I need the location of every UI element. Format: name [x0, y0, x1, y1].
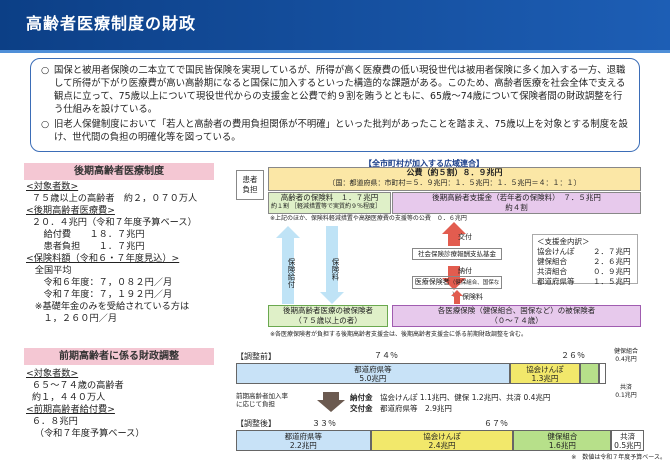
patient-burden-box: 患者 負担	[236, 170, 264, 200]
delivery-label: 交付	[458, 233, 472, 241]
intro-box: ○国保と被用者保険の二本立てで国民皆保険を実現しているが、所得が高く医療費の低い…	[30, 58, 640, 152]
before-adjust-label: 【調整前】	[236, 352, 276, 361]
late-elderly-line: 令和７年度：７，１９２円／月	[26, 289, 173, 300]
late-elderly-line: 患者負担 １．７兆円	[26, 241, 145, 252]
fund-arrows-svg	[442, 222, 466, 290]
late-elderly-line: 全国平均	[26, 265, 72, 276]
after-adjust-label: 【調整後】	[236, 419, 276, 428]
late-elderly-line: ７５歳以上の高齢者 約２，０７０万人	[26, 193, 198, 204]
early-elderly-line: （令和７年度予算ベース）	[26, 428, 145, 439]
arrow-note: 前期高齢者加入率 に応じて負担	[236, 392, 288, 408]
late-elderly-line: <対象者数>	[26, 181, 79, 192]
footnote: ※ 数値は令和７年度予算ベース。	[571, 454, 666, 461]
early-elderly-header: 前期高齢者に係る財政調整	[24, 348, 214, 365]
payment-arrow	[442, 266, 466, 290]
early-elderly-line: ６５～７４歳の高齢者	[26, 380, 124, 391]
public-funds-box: 公費（約５割）８．９兆円 〔国：都道府県：市町村＝５．９兆円：１．５兆円：１．５…	[268, 167, 641, 191]
early-elderly-line: ６．８兆円	[26, 416, 78, 427]
late-elderly-line: 令和６年度：７，０８２円／月	[26, 277, 173, 288]
late-elderly-header: 後期高齢者医療制度	[24, 163, 214, 180]
before-pct-a: ７４％	[374, 351, 398, 360]
late-elderly-line: ２０．４兆円（令和７年度予算ベース）	[26, 217, 197, 228]
late-elderly-line: <後期高齢者医療費>	[26, 205, 115, 216]
insurer-premium-label: 保険料	[462, 293, 483, 301]
early-elderly-line: <前期高齢者給付費>	[26, 404, 115, 415]
flow-arrows-svg	[276, 226, 344, 304]
late-elderly-details: <対象者数> ７５歳以上の高齢者 約２，０７０万人<後期高齢者医療費> ２０．４…	[26, 181, 226, 325]
after-pct-a: ３３％	[312, 419, 336, 428]
late-elderly-line: <保険料額（令和６・７年度見込）>	[26, 253, 180, 264]
note-support-adjust: ※各医療保険者が負担する後期高齢者支援金は、後期高齢者支援金に係る前期財政調整を…	[270, 331, 528, 338]
bar-segment	[598, 363, 606, 384]
levy-row: 納付金 協会けんぽ 1.1兆円、健保 1.2兆円、共済 0.4兆円	[350, 393, 551, 402]
intro-paragraph-1: ○国保と被用者保険の二本立てで国民皆保険を実現しているが、所得が高く医療費の低い…	[41, 65, 626, 115]
payment-label: 納付	[458, 267, 472, 275]
benefit-arrow-label: 保険給付	[287, 258, 296, 288]
insurer-premium-arrow	[451, 290, 463, 304]
adjust-down-arrow	[317, 392, 345, 412]
late-elderly-line: １，２６０円／月	[26, 313, 118, 324]
early-elderly-line: 約１，４４０万人	[26, 392, 106, 403]
bar-segment	[580, 363, 599, 384]
early-elderly-line: <対象者数>	[26, 368, 79, 379]
benefit-arrow	[276, 226, 300, 304]
early-elderly-details: <対象者数> ６５～７４歳の高齢者 約１，４４０万人<前期高齢者給付費> ６．８…	[26, 368, 226, 440]
late-elderly-line: ※基礎年金のみを受給されている方は	[26, 301, 190, 312]
union-label: 【全市町村が加入する広域連合】	[364, 159, 484, 168]
late-elderly-line: 給付費 １８．７兆円	[26, 229, 145, 240]
header-bar	[0, 0, 670, 50]
note-public-extra: ※上記のほか、保険料軽減措置や高額医療費の支援等の公費 ０．６兆円	[270, 215, 467, 222]
before-pct-b: ２６％	[561, 351, 585, 360]
late-insured-box: 後期高齢者医療の被保険者 （７５歳以上の者）	[268, 305, 388, 327]
support-fund-box: 後期高齢者支援金（若年者の保険料） ７．５兆円 約４割	[392, 192, 641, 214]
payment-fund-box: 社会保険診療報酬支払基金	[412, 248, 502, 260]
premium-arrow-label: 保険料	[331, 258, 340, 281]
delivery-arrow	[442, 222, 466, 246]
insurer-box: 医療保険者（健保組合、国保など）	[412, 276, 502, 298]
grant-row: 交付金 都道府県等 2.9兆円	[350, 404, 452, 413]
page-title: 高齢者医療制度の財政	[26, 14, 197, 33]
header-divider	[0, 50, 670, 53]
elderly-premium-box: 高齢者の保険料 １．７兆円 約１割 ［軽減措置等で実質約９％程度］	[268, 192, 391, 214]
premium-arrow	[320, 226, 344, 304]
young-insured-box: 各医療保険（健保組合、国保など）の被保険者 （０～７４歳）	[392, 305, 641, 327]
intro-paragraph-2: ○旧老人保健制度において「若人と高齢者の費用負担関係が不明確」といった批判があっ…	[41, 119, 628, 143]
after-pct-b: ６７％	[484, 419, 508, 428]
